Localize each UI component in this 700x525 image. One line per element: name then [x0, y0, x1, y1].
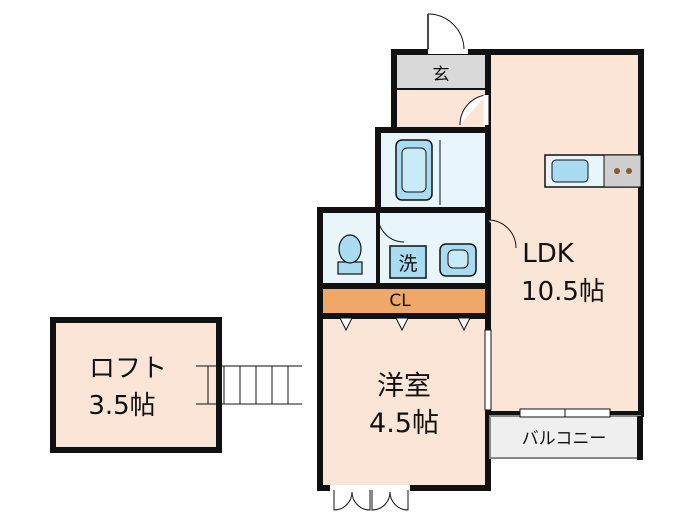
bathroom [375, 127, 491, 213]
western-room-name: 洋室 [377, 371, 431, 402]
western-room [317, 313, 491, 491]
closet-label: CL [389, 291, 411, 311]
closet-door-markers [339, 317, 471, 332]
entrance-door [427, 13, 468, 54]
toilet [337, 234, 363, 275]
balcony-window [519, 408, 611, 418]
entrance-label: 玄 [433, 65, 450, 85]
loft [50, 317, 222, 453]
ldk-name: LDK [522, 239, 575, 269]
toilet-door [377, 215, 405, 243]
ldk-size: 10.5帖 [521, 277, 605, 307]
loft-ladder [196, 365, 302, 405]
entrance-inner-door [459, 94, 489, 126]
western-room-window-doors [330, 485, 410, 511]
wash-basin [439, 243, 477, 277]
loft-size: 3.5帖 [88, 391, 155, 421]
kitchen-counter [544, 154, 642, 188]
balcony-label: バルコニー [522, 429, 607, 449]
bathtub [395, 139, 441, 205]
entrance-floor [397, 55, 485, 89]
washer-label: 洗 [398, 253, 417, 275]
room-sliding-door [484, 329, 492, 411]
western-room-size: 4.5帖 [369, 408, 439, 439]
washroom-door [487, 219, 517, 249]
loft-name: ロフト [89, 354, 167, 384]
washing-machine: 洗 [389, 245, 427, 279]
